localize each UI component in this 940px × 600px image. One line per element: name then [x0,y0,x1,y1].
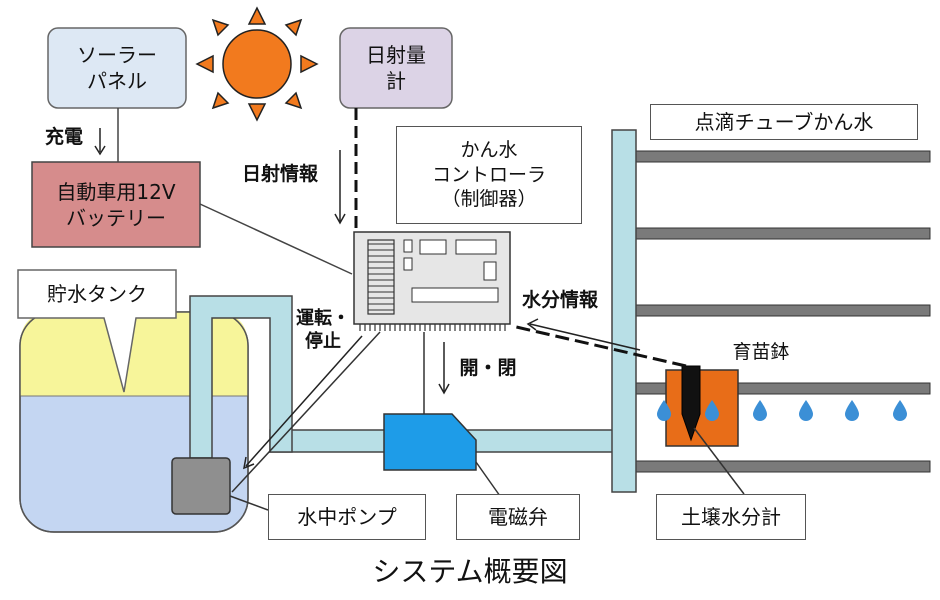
battery-label: 自動車用12V バッテリー [56,179,176,230]
tank-label: 貯水タンク [47,282,147,306]
solenoid-valve-icon [383,413,477,471]
controller-device [353,231,511,331]
solar-panel-box [47,27,187,109]
solenoid-valve-label: 電磁弁 [456,494,580,540]
soil-moisture-meter-label: 土壌水分計 [656,494,806,540]
diagram-caption: システム概要図 [372,554,568,588]
controller-label: かん水 コントローラ （制御器） [396,126,582,224]
water-drops [657,400,907,421]
submersible-pump [171,457,231,515]
seedling-pot [665,369,739,447]
charge-label: 充電 [44,125,83,148]
moisture-info-label: 水分情報 [521,288,598,311]
battery-box [31,161,201,248]
solar-panel-label: ソーラー パネル [77,43,157,93]
sun-icon [195,6,319,122]
irradiance-meter-label: 日射量 計 [366,43,426,93]
run-stop-label: 運転・ 停止 [296,307,350,352]
drip-tube-label: 点滴チューブかん水 [650,104,918,140]
open-close-label: 開・閉 [459,356,517,379]
irradiance-meter-box [339,27,453,109]
pump-label: 水中ポンプ [268,494,426,540]
pipe-manifold [611,129,637,493]
soil-moisture-probe [681,365,701,442]
seedling-pot-label: 育苗鉢 [732,340,790,363]
irradiance-info-label: 日射情報 [241,162,318,185]
